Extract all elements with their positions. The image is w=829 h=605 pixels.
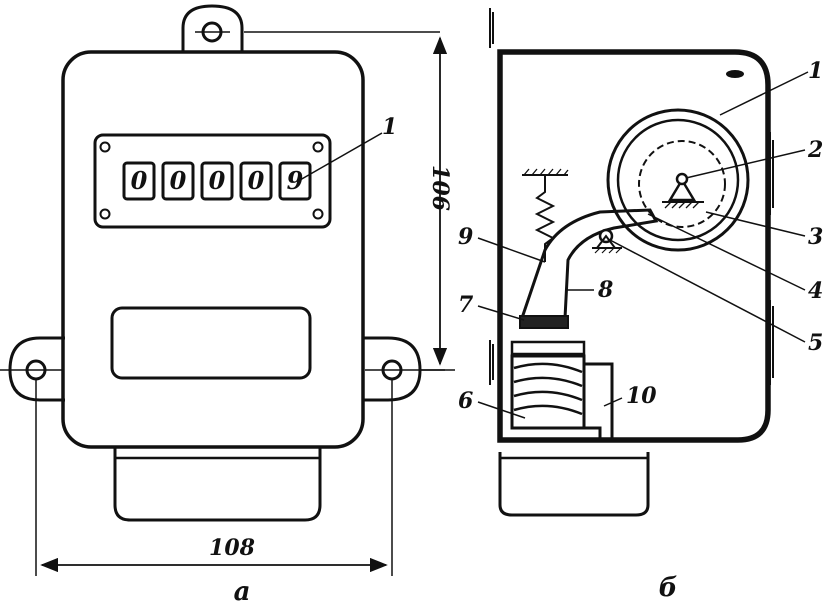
callout-2-label: 2 — [807, 137, 823, 163]
counter-wheel-rim — [616, 118, 740, 242]
counter-digit: 0 — [248, 166, 265, 195]
plate-screw-tl — [99, 141, 111, 153]
right-mounting-lug — [362, 336, 422, 402]
callout-5-label: 5 — [808, 330, 823, 356]
coil-winding — [513, 362, 583, 416]
ratchet-wheel — [638, 140, 726, 228]
callout-4-leader — [647, 213, 806, 291]
digit-windows — [122, 161, 312, 201]
callout-5-leader — [609, 239, 806, 343]
figure-b-caption: б — [659, 573, 678, 603]
axle-pivot — [667, 177, 697, 202]
housing-section — [497, 49, 771, 443]
callout-1-leader — [299, 132, 383, 181]
callout-7-leader — [477, 305, 525, 321]
counter-wheel — [606, 108, 750, 252]
callout-9-leader — [477, 237, 546, 263]
bottom-connector — [113, 447, 322, 522]
callout-2-leader — [685, 149, 806, 179]
callout-8-label: 8 — [597, 277, 613, 303]
armature-plate — [519, 315, 569, 329]
lower-window — [110, 306, 312, 380]
callout-1-label: 1 — [382, 114, 397, 140]
callout-9-label: 9 — [458, 224, 473, 250]
dim-height-label: 106 — [427, 165, 453, 211]
digit-window — [239, 161, 273, 201]
figure-a-caption: а — [234, 577, 251, 605]
callout-7-label: 7 — [458, 292, 474, 318]
axle — [675, 172, 689, 186]
callout-1-leader-b — [719, 71, 809, 116]
counter-digit: 0 — [131, 166, 148, 195]
callout-1-label-b: 1 — [808, 58, 823, 84]
left-mounting-lug — [8, 336, 65, 402]
counter-digit: 9 — [287, 166, 304, 195]
digit-window — [278, 161, 312, 201]
digit-window — [200, 161, 234, 201]
digit-window — [161, 161, 195, 201]
callout-3-label: 3 — [808, 224, 823, 250]
housing-mark — [726, 70, 744, 78]
top-mounting-lug — [181, 4, 244, 52]
counter-housing — [61, 50, 365, 449]
figure-b: 1 2 3 4 5 6 7 8 9 10 б — [458, 8, 823, 603]
plate-screw-br — [312, 208, 324, 220]
counter-window-plate — [93, 133, 332, 229]
coil-top-cap — [510, 340, 586, 356]
callout-4-label: 4 — [808, 278, 823, 304]
callout-6-leader — [477, 401, 526, 419]
callout-3-leader — [705, 211, 806, 237]
plate-screw-bl — [99, 208, 111, 220]
digit-window — [122, 161, 156, 201]
counter-digit: 0 — [209, 166, 226, 195]
figure-a: 0 0 0 0 9 1 106 108 а — [0, 4, 455, 605]
lever-arm — [520, 208, 659, 319]
counter-digit: 0 — [170, 166, 187, 195]
magnet-yoke — [584, 362, 614, 438]
dim-width-label: 108 — [209, 535, 255, 561]
callout-10-leader — [603, 397, 623, 407]
callout-6-label: 6 — [458, 388, 473, 414]
callout-10-label: 10 — [626, 383, 657, 409]
plate-screw-tr — [312, 141, 324, 153]
bottom-connector-b — [498, 452, 650, 517]
